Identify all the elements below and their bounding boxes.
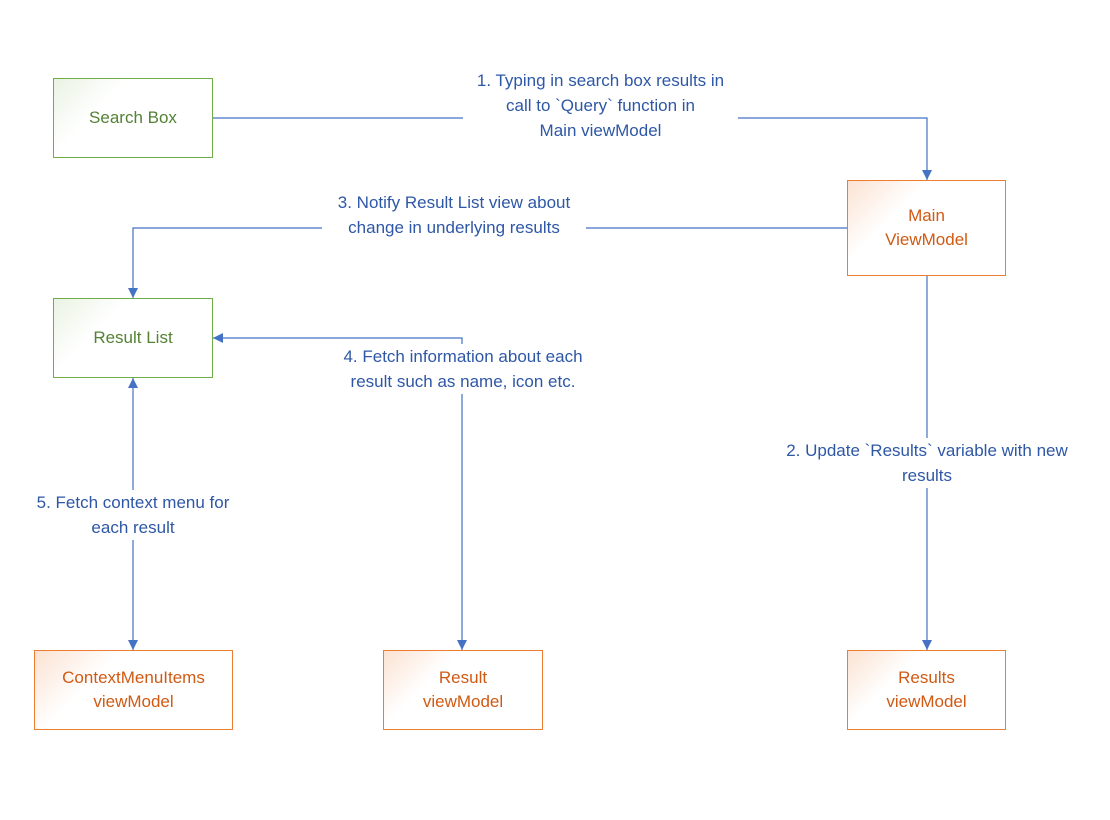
node-label: Main	[908, 206, 945, 225]
step4-label: 4. Fetch information about each result s…	[327, 344, 599, 394]
connector-search-to-main	[213, 117, 932, 180]
node-label: Result	[438, 668, 488, 687]
node-label: Search Box	[89, 108, 177, 127]
label-line: each result	[91, 518, 175, 537]
label-line: change in underlying results	[348, 218, 560, 237]
label-line: 2. Update `Results` variable with new	[786, 441, 1068, 460]
node-label: Result List	[93, 328, 173, 347]
node-label: ContextMenuItems	[62, 668, 205, 687]
label-line: 3. Notify Result List view about	[337, 193, 571, 212]
step2-label: 2. Update `Results` variable with new re…	[763, 438, 1091, 488]
step3-label: 3. Notify Result List view about change …	[322, 190, 586, 240]
contextmenuitems-viewmodel-node: ContextMenuItems viewModel	[34, 650, 233, 730]
node-label: ViewModel	[885, 230, 968, 249]
label-line: 4. Fetch information about each	[343, 347, 583, 366]
result-list-node: Result List	[53, 298, 213, 378]
connector-main-to-resultlist	[128, 227, 847, 298]
main-viewmodel-node: Main ViewModel	[847, 180, 1006, 276]
search-box-node: Search Box	[53, 78, 213, 158]
label-line: Main viewModel	[539, 121, 662, 140]
node-label: viewModel	[422, 692, 504, 711]
result-viewmodel-node: Result viewModel	[383, 650, 543, 730]
node-label: viewModel	[886, 692, 967, 711]
node-label: viewModel	[93, 692, 174, 711]
label-line: 1. Typing in search box results in	[476, 71, 725, 90]
connector-resultlist-resultvm	[213, 333, 467, 650]
node-label: Results	[898, 668, 955, 687]
label-line: call to `Query` function in	[506, 96, 695, 115]
step1-label: 1. Typing in search box results in call …	[463, 68, 738, 143]
label-line: result such as name, icon etc.	[350, 372, 576, 391]
step5-label: 5. Fetch context menu for each result	[20, 490, 246, 540]
results-viewmodel-node: Results viewModel	[847, 650, 1006, 730]
label-line: results	[901, 466, 953, 485]
label-line: 5. Fetch context menu for	[36, 493, 230, 512]
